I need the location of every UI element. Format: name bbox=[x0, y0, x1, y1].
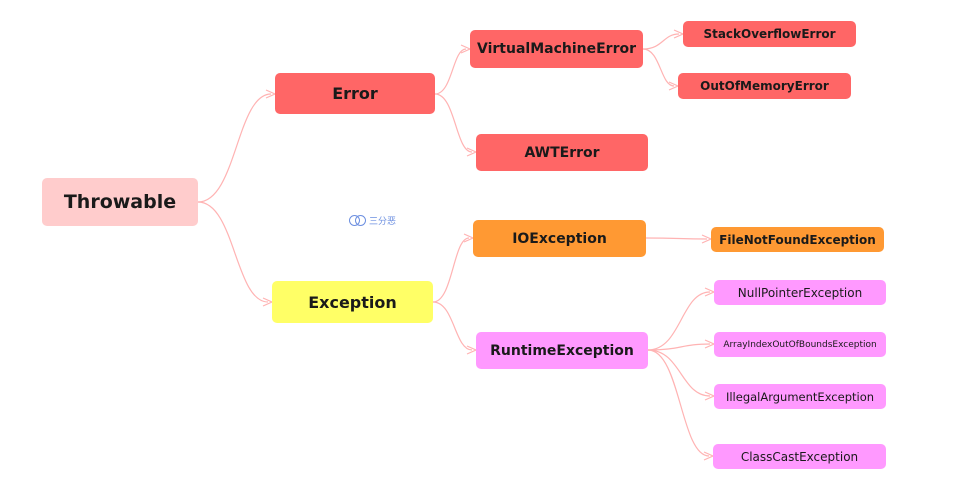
link-io-filenotfound bbox=[645, 237, 708, 240]
node-file-not-found-exception[interactable]: FileNotFoundException bbox=[711, 227, 884, 252]
link-error-virtualmachineerror bbox=[434, 48, 467, 95]
watermark: 三分恶 bbox=[349, 214, 396, 227]
link-vm-outofmemory bbox=[642, 48, 675, 87]
link-runtime-classcast bbox=[647, 349, 710, 457]
link-exception-ioexception bbox=[432, 237, 470, 303]
link-exception-runtimeexception bbox=[432, 301, 473, 351]
node-throwable[interactable]: Throwable bbox=[42, 178, 198, 226]
watermark-text: 三分恶 bbox=[369, 217, 397, 227]
node-awt-error[interactable]: AWTError bbox=[476, 134, 648, 171]
node-exception[interactable]: Exception bbox=[272, 281, 433, 323]
link-runtime-nullpointer bbox=[647, 291, 711, 351]
node-illegal-argument-exception[interactable]: IllegalArgumentException bbox=[714, 384, 886, 409]
link-runtime-arrayindex bbox=[647, 343, 711, 351]
node-null-pointer-exception[interactable]: NullPointerException bbox=[714, 280, 886, 305]
link-throwable-exception bbox=[197, 201, 269, 303]
node-virtual-machine-error[interactable]: VirtualMachineError bbox=[470, 30, 643, 68]
watermark-logo-icon bbox=[355, 215, 366, 226]
link-error-awterror bbox=[434, 93, 473, 153]
node-runtime-exception[interactable]: RuntimeException bbox=[476, 332, 648, 369]
node-error[interactable]: Error bbox=[275, 73, 435, 114]
link-throwable-error bbox=[197, 93, 272, 203]
node-array-index-out-of-bounds-exception[interactable]: ArrayIndexOutOfBoundsException bbox=[714, 332, 886, 357]
link-runtime-illegalargument bbox=[647, 349, 711, 397]
node-out-of-memory-error[interactable]: OutOfMemoryError bbox=[678, 73, 851, 99]
node-io-exception[interactable]: IOException bbox=[473, 220, 646, 257]
node-class-cast-exception[interactable]: ClassCastException bbox=[713, 444, 886, 469]
link-vm-stackoverflow bbox=[642, 33, 680, 50]
node-stack-overflow-error[interactable]: StackOverflowError bbox=[683, 21, 856, 47]
